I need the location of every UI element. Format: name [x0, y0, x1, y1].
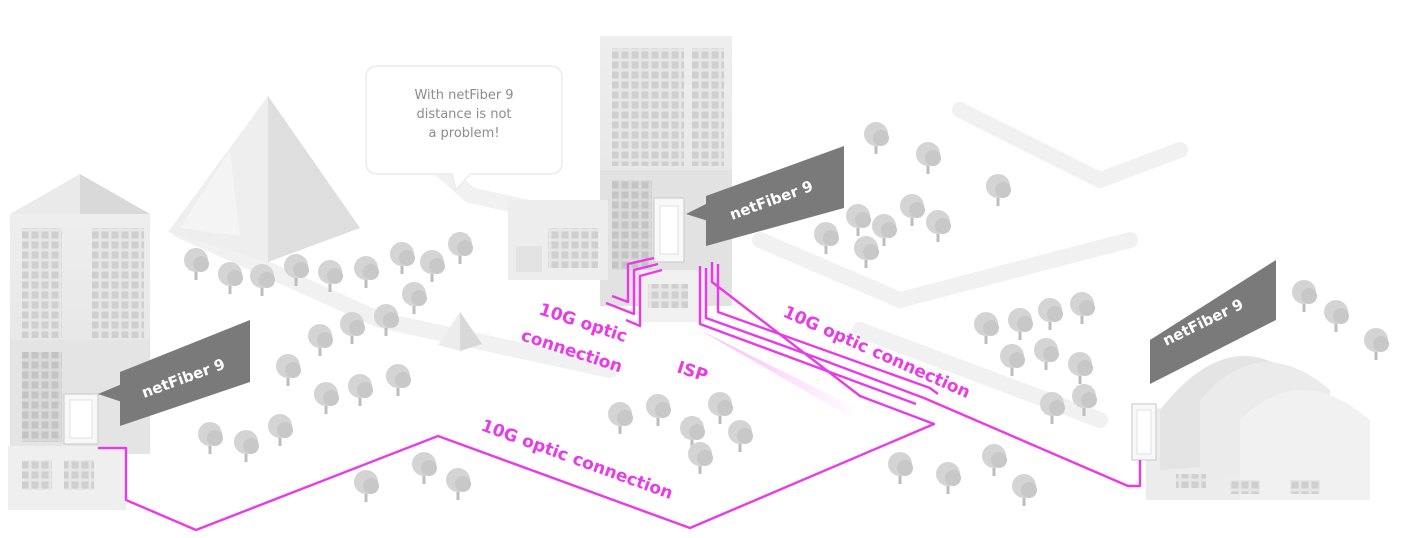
callout-line-1: With netFiber 9 [414, 88, 513, 103]
warehouse-icon [1146, 356, 1370, 500]
fiber-device-icon [63, 393, 99, 445]
fiber-device-icon [653, 197, 685, 263]
center-office-tower-icon [508, 36, 732, 322]
left-office-tower-icon [8, 174, 150, 510]
isp-beam [700, 330, 860, 418]
link-bottom-label: 10G optic connection [478, 416, 675, 504]
pyramid-icon [168, 96, 360, 262]
tag-netfiber-left: netFiber 9 [98, 320, 250, 426]
fiber-device-icon [1131, 403, 1157, 461]
tag-netfiber-center: netFiber 9 [686, 146, 844, 246]
fiber-links [98, 256, 1142, 532]
small-pyramid-icon [438, 312, 482, 351]
callout-line-3: a problem! [428, 126, 499, 141]
isp-label: ISP [674, 358, 710, 387]
callout-line-2: distance is not [416, 107, 511, 122]
callout-bubble: With netFiber 9 distance is not a proble… [365, 65, 563, 192]
